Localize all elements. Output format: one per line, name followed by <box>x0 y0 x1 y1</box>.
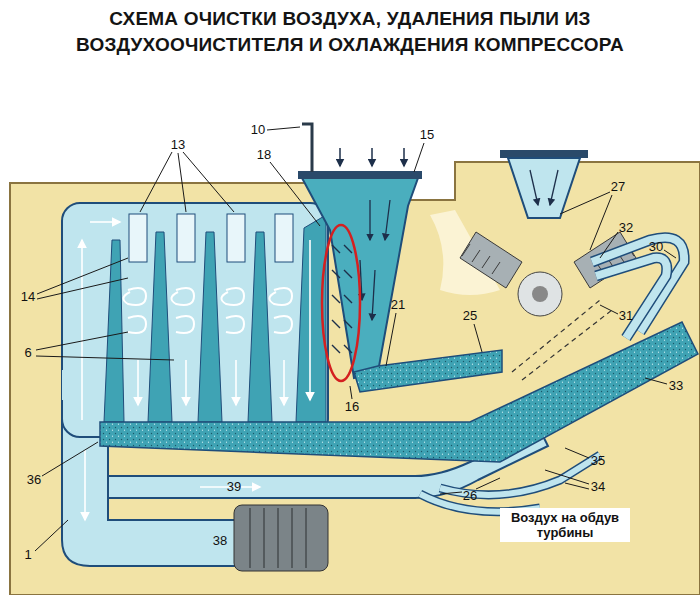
callout-number: 35 <box>591 454 605 468</box>
callout-number: 14 <box>21 290 35 304</box>
callout-number: 1 <box>24 548 31 562</box>
callout-number: 26 <box>463 489 477 503</box>
callout-number: 10 <box>251 123 265 137</box>
air-flow-note: Воздух на обдув турбины <box>500 508 630 542</box>
callout-number: 31 <box>619 309 633 323</box>
callout-number: 36 <box>27 473 41 487</box>
callout-number: 39 <box>227 480 241 494</box>
callout-number: 25 <box>463 309 477 323</box>
callout-number: 38 <box>213 534 227 548</box>
callout-number: 21 <box>391 298 405 312</box>
callout-number: 34 <box>591 480 605 494</box>
callout-number: 18 <box>257 148 271 162</box>
callout-number: 33 <box>669 379 683 393</box>
callout-number: 13 <box>171 138 185 152</box>
callout-number: 16 <box>345 400 359 414</box>
callout-number: 27 <box>611 180 625 194</box>
diagram-title: СХЕМА ОЧИСТКИ ВОЗДУХА, УДАЛЕНИЯ ПЫЛИ ИЗ … <box>40 6 660 58</box>
callout-number: 30 <box>649 240 663 254</box>
callout-number: 15 <box>420 128 434 142</box>
callout-number: 6 <box>24 346 31 360</box>
callout-number: 32 <box>619 221 633 235</box>
